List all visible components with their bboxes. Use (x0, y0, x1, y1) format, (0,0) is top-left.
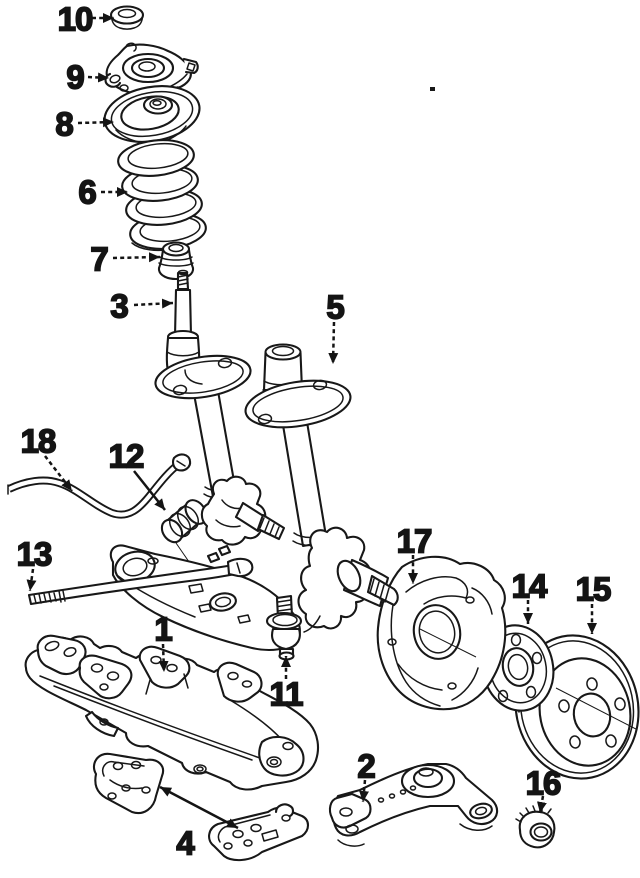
callout-15: 15 (575, 570, 613, 634)
callout-leader-arrow (26, 568, 37, 592)
part-number-label[interactable]: 11 (269, 675, 305, 714)
callout-leader-arrow (77, 117, 115, 128)
knuckle-left (200, 475, 286, 546)
callout-7: 7 (89, 240, 161, 279)
part-number-label[interactable]: 13 (16, 535, 54, 574)
callout-8: 8 (54, 105, 115, 144)
callout-1: 1 (153, 610, 174, 673)
spring-seat (103, 85, 201, 145)
callout-2: 2 (356, 747, 377, 803)
callout-leader-arrow (44, 455, 73, 492)
callout-3: 3 (109, 287, 174, 326)
callout-17: 17 (396, 522, 433, 584)
part-number-label[interactable]: 12 (108, 437, 146, 476)
strut-assembly (244, 343, 352, 548)
crossmember (24, 634, 320, 791)
callout-12: 12 (108, 437, 166, 511)
coil-spring (117, 139, 207, 252)
callout-10: 10 (57, 0, 114, 38)
callout-leader-arrow (158, 643, 169, 673)
part-number-label[interactable]: 16 (525, 764, 563, 803)
callout-leader-arrow (87, 72, 110, 83)
bump-stop (157, 241, 195, 281)
callout-6: 6 (77, 173, 128, 212)
callout-18: 18 (20, 422, 73, 492)
part-number-label[interactable]: 2 (356, 747, 377, 786)
axis-mark (430, 87, 435, 91)
mount-bracket-b (208, 803, 310, 862)
part-number-label[interactable]: 5 (325, 288, 346, 327)
artwork (7, 5, 640, 862)
callout-leader-arrow (112, 252, 161, 263)
part-number-label[interactable]: 4 (175, 824, 197, 863)
callout-13: 13 (16, 535, 54, 592)
callout-16: 16 (525, 764, 563, 814)
splash-shield (376, 555, 507, 711)
part-number-label[interactable]: 3 (109, 287, 130, 326)
callout-9: 9 (65, 58, 110, 97)
part-number-label[interactable]: 10 (57, 0, 94, 38)
lower-control-arm (109, 544, 301, 651)
callout-leader-arrow (359, 779, 369, 803)
part-number-label[interactable]: 7 (89, 240, 109, 279)
part-number-label[interactable]: 18 (20, 422, 58, 461)
part-number-label[interactable]: 17 (396, 522, 433, 561)
ball-joint (265, 594, 303, 661)
part-number-label[interactable]: 14 (511, 567, 550, 606)
trailing-arm (328, 762, 499, 847)
dust-cap (109, 5, 145, 30)
part-number-label[interactable]: 9 (65, 58, 86, 97)
callout-14: 14 (511, 567, 550, 624)
callout-leader-arrow (133, 470, 166, 511)
callout-leader-arrow (328, 321, 339, 365)
callout-5: 5 (325, 288, 346, 365)
part-number-label[interactable]: 6 (77, 173, 98, 212)
part-number-label[interactable]: 8 (54, 105, 75, 144)
callout-4: 4 (159, 785, 239, 863)
callout-leader-arrow (133, 298, 174, 309)
part-number-label[interactable]: 1 (153, 610, 174, 649)
tension-rod (27, 544, 254, 606)
grease-cap (515, 805, 556, 849)
strut-cartridge (154, 269, 252, 504)
callout-leader-arrow (159, 785, 239, 830)
part-number-label[interactable]: 15 (575, 570, 613, 609)
knuckle-right (297, 526, 399, 633)
mount-bracket-a (92, 752, 165, 815)
callout-11: 11 (269, 656, 305, 714)
callout-leader-arrow (536, 795, 547, 814)
stabilizer-bar (7, 453, 192, 519)
